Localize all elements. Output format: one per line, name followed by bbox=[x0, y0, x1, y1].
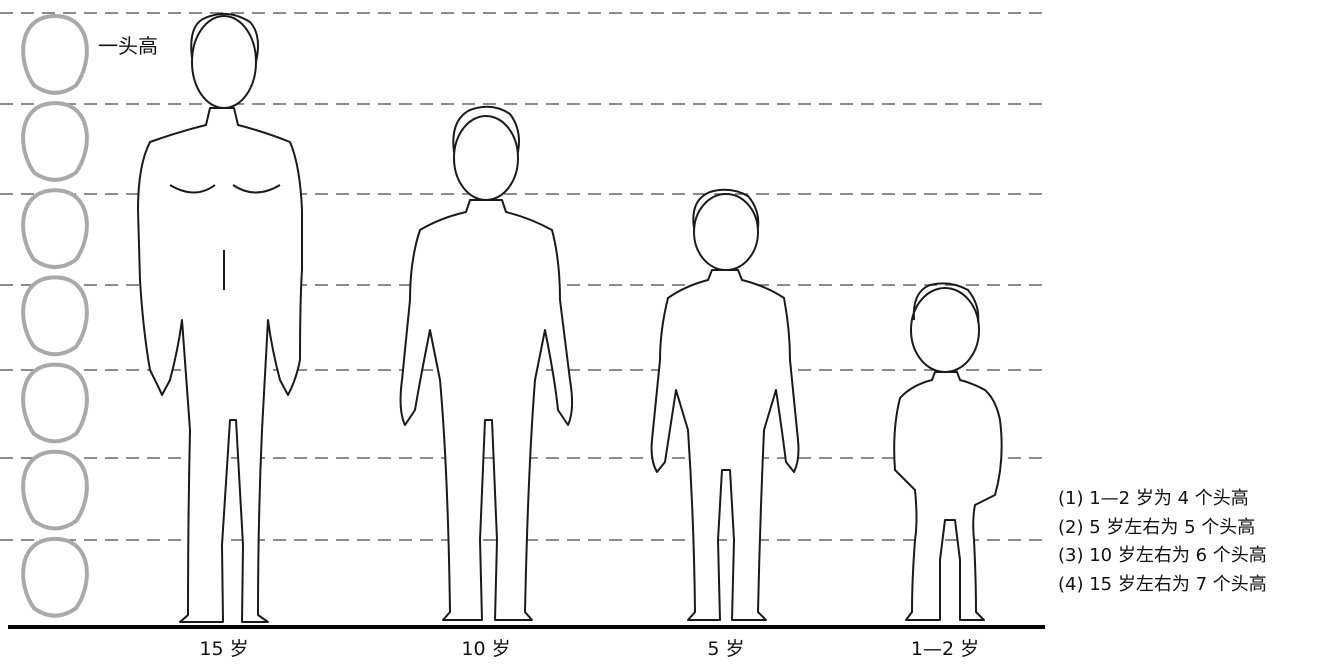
figure-body bbox=[401, 200, 573, 620]
figure-body bbox=[138, 108, 302, 622]
note-item: (1) 1—2 岁为 4 个头高 bbox=[1058, 485, 1267, 514]
figure-age-15 bbox=[138, 14, 302, 622]
head bbox=[694, 194, 758, 270]
figure-age-5 bbox=[652, 190, 799, 620]
proportion-notes: (1) 1—2 岁为 4 个头高 (2) 5 岁左右为 5 个头高 (3) 10… bbox=[1058, 485, 1267, 599]
head-outline bbox=[23, 103, 87, 180]
head-unit-label: 一头高 bbox=[98, 30, 158, 59]
head-outline bbox=[23, 365, 87, 442]
note-item: (3) 10 岁左右为 6 个头高 bbox=[1058, 542, 1267, 571]
head bbox=[454, 116, 518, 200]
head-outline bbox=[23, 277, 87, 354]
head bbox=[192, 16, 256, 108]
head-outline bbox=[23, 16, 87, 93]
figure-body bbox=[652, 270, 799, 620]
head-scale bbox=[23, 16, 87, 616]
age-label-1-2: 1—2 岁 bbox=[911, 634, 979, 661]
age-label-5: 5 岁 bbox=[707, 634, 744, 661]
head-outline bbox=[23, 190, 87, 267]
ground-line bbox=[8, 625, 1045, 629]
figure-body bbox=[894, 372, 1001, 620]
figure-age-10 bbox=[401, 107, 573, 620]
head-outline bbox=[23, 539, 87, 616]
head-outline bbox=[23, 452, 87, 529]
age-label-15: 15 岁 bbox=[199, 634, 248, 661]
note-item: (2) 5 岁左右为 5 个头高 bbox=[1058, 514, 1267, 543]
head bbox=[911, 288, 979, 372]
note-item: (4) 15 岁左右为 7 个头高 bbox=[1058, 571, 1267, 600]
age-label-10: 10 岁 bbox=[461, 634, 510, 661]
figure-age-1-2 bbox=[894, 283, 1001, 620]
